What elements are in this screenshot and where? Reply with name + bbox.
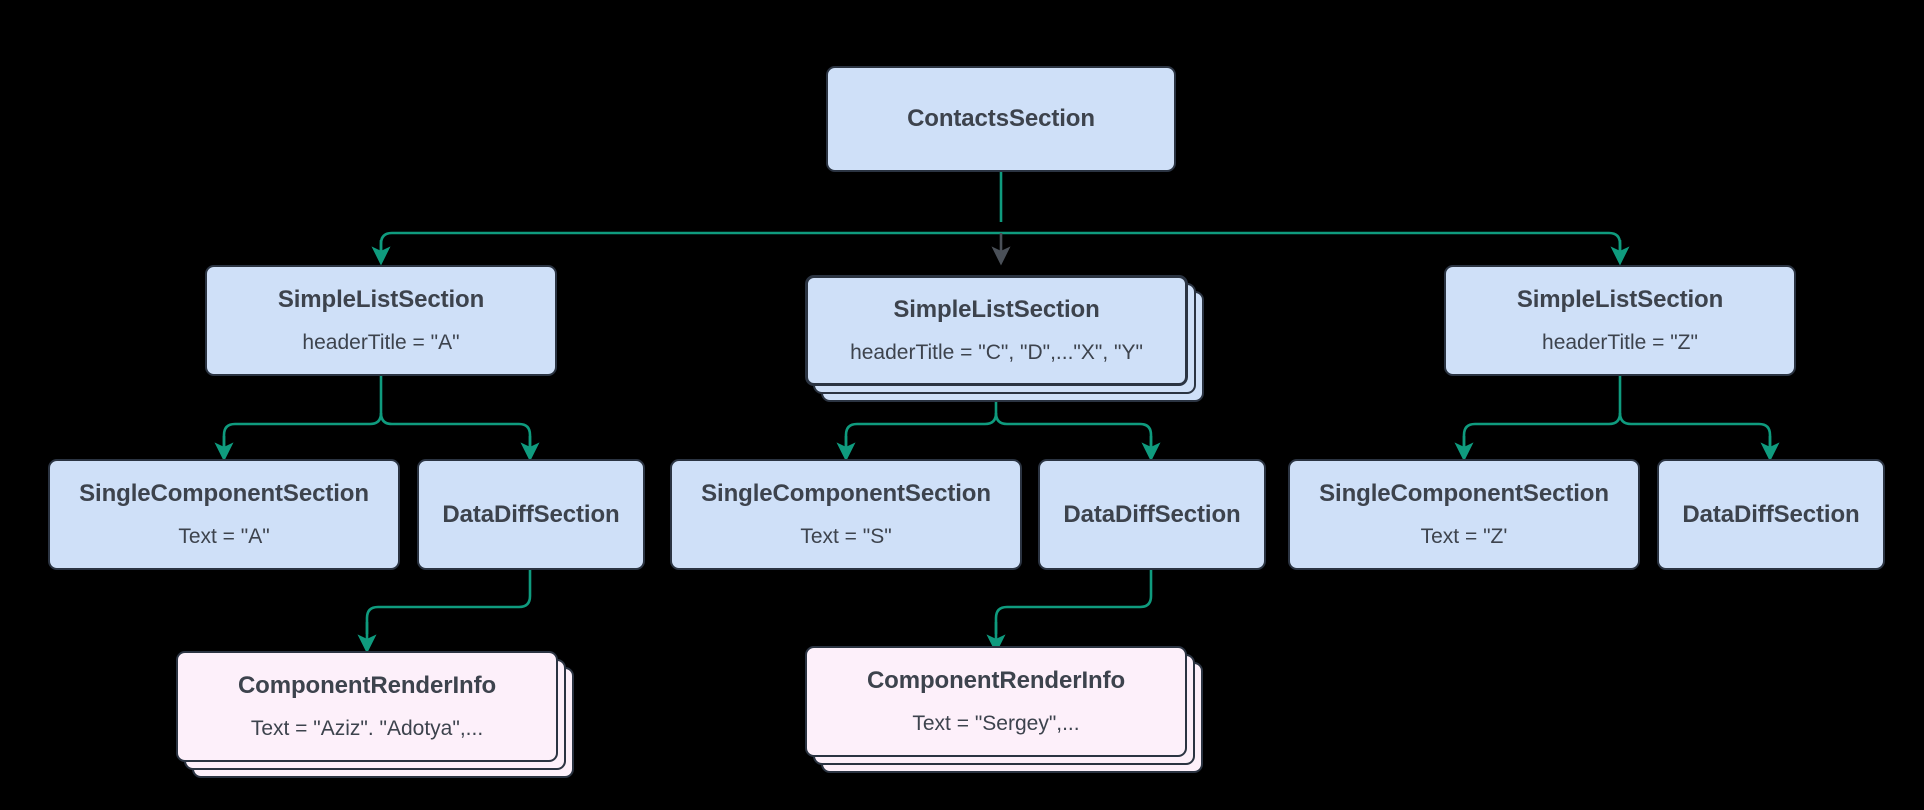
node-attribute: headerTitle = "A" — [302, 330, 460, 354]
node-data-diff-section-z[interactable]: DataDiffSection — [1657, 459, 1885, 570]
node-title: DataDiffSection — [442, 500, 620, 528]
node-component-render-info-middle[interactable]: ComponentRenderInfo Text = "Sergey",... — [805, 646, 1187, 757]
node-attribute: headerTitle = "Z" — [1542, 330, 1698, 354]
edge-list-z-trunk — [1462, 376, 1622, 448]
node-attribute: Text = "S" — [800, 524, 892, 548]
node-title: ComponentRenderInfo — [237, 672, 497, 700]
edge-datadiff-a-to-render-left — [365, 570, 532, 634]
node-component-render-info-left[interactable]: ComponentRenderInfo Text = "Aziz". "Adot… — [176, 651, 558, 762]
node-data-diff-section-a[interactable]: DataDiffSection — [417, 459, 645, 570]
node-simple-list-section-a[interactable]: SimpleListSection headerTitle = "A" — [205, 265, 557, 376]
node-contacts-section[interactable]: ContactsSection — [826, 66, 1176, 172]
node-attribute: Text = "Sergey",... — [912, 711, 1080, 735]
node-title: SingleComponentSection — [79, 480, 369, 508]
node-stack-component-render-info-left: ComponentRenderInfo Text = "Aziz". "Adot… — [176, 651, 574, 778]
node-title: SimpleListSection — [1516, 286, 1724, 314]
edge-datadiff-mid-to-render-mid — [994, 570, 1153, 634]
node-title: SingleComponentSection — [701, 480, 991, 508]
node-single-component-section-a[interactable]: SingleComponentSection Text = "A" — [48, 459, 400, 570]
node-data-diff-section-middle[interactable]: DataDiffSection — [1038, 459, 1266, 570]
edge-list-mid-right — [994, 412, 1153, 448]
node-simple-list-section-z[interactable]: SimpleListSection headerTitle = "Z" — [1444, 265, 1796, 376]
edge-list-z-right — [1618, 412, 1772, 448]
node-single-component-section-s[interactable]: SingleComponentSection Text = "S" — [670, 459, 1022, 570]
node-stack-component-render-info-middle: ComponentRenderInfo Text = "Sergey",... — [805, 646, 1203, 773]
node-attribute: Text = "Z' — [1420, 524, 1508, 548]
edge-list-a-trunk — [222, 376, 383, 448]
node-title: ContactsSection — [907, 105, 1095, 133]
node-title: SingleComponentSection — [1319, 480, 1609, 508]
node-attribute: Text = "Aziz". "Adotya",... — [250, 716, 484, 740]
node-attribute: headerTitle = "C", "D",..."X", "Y" — [850, 340, 1143, 364]
node-title: DataDiffSection — [1682, 500, 1860, 528]
edge-root-bus-right-drop — [1608, 231, 1622, 258]
node-title: ComponentRenderInfo — [866, 667, 1126, 695]
node-stack-simple-list-section-middle: SimpleListSection headerTitle = "C", "D"… — [805, 275, 1204, 402]
node-title: SimpleListSection — [893, 296, 1100, 324]
edge-root-bus — [379, 231, 393, 258]
edge-list-a-right — [379, 412, 532, 448]
node-attribute: Text = "A" — [178, 524, 270, 548]
node-simple-list-section-middle[interactable]: SimpleListSection headerTitle = "C", "D"… — [805, 275, 1188, 386]
node-title: SimpleListSection — [277, 286, 485, 314]
node-single-component-section-z[interactable]: SingleComponentSection Text = "Z' — [1288, 459, 1640, 570]
node-title: DataDiffSection — [1063, 500, 1241, 528]
